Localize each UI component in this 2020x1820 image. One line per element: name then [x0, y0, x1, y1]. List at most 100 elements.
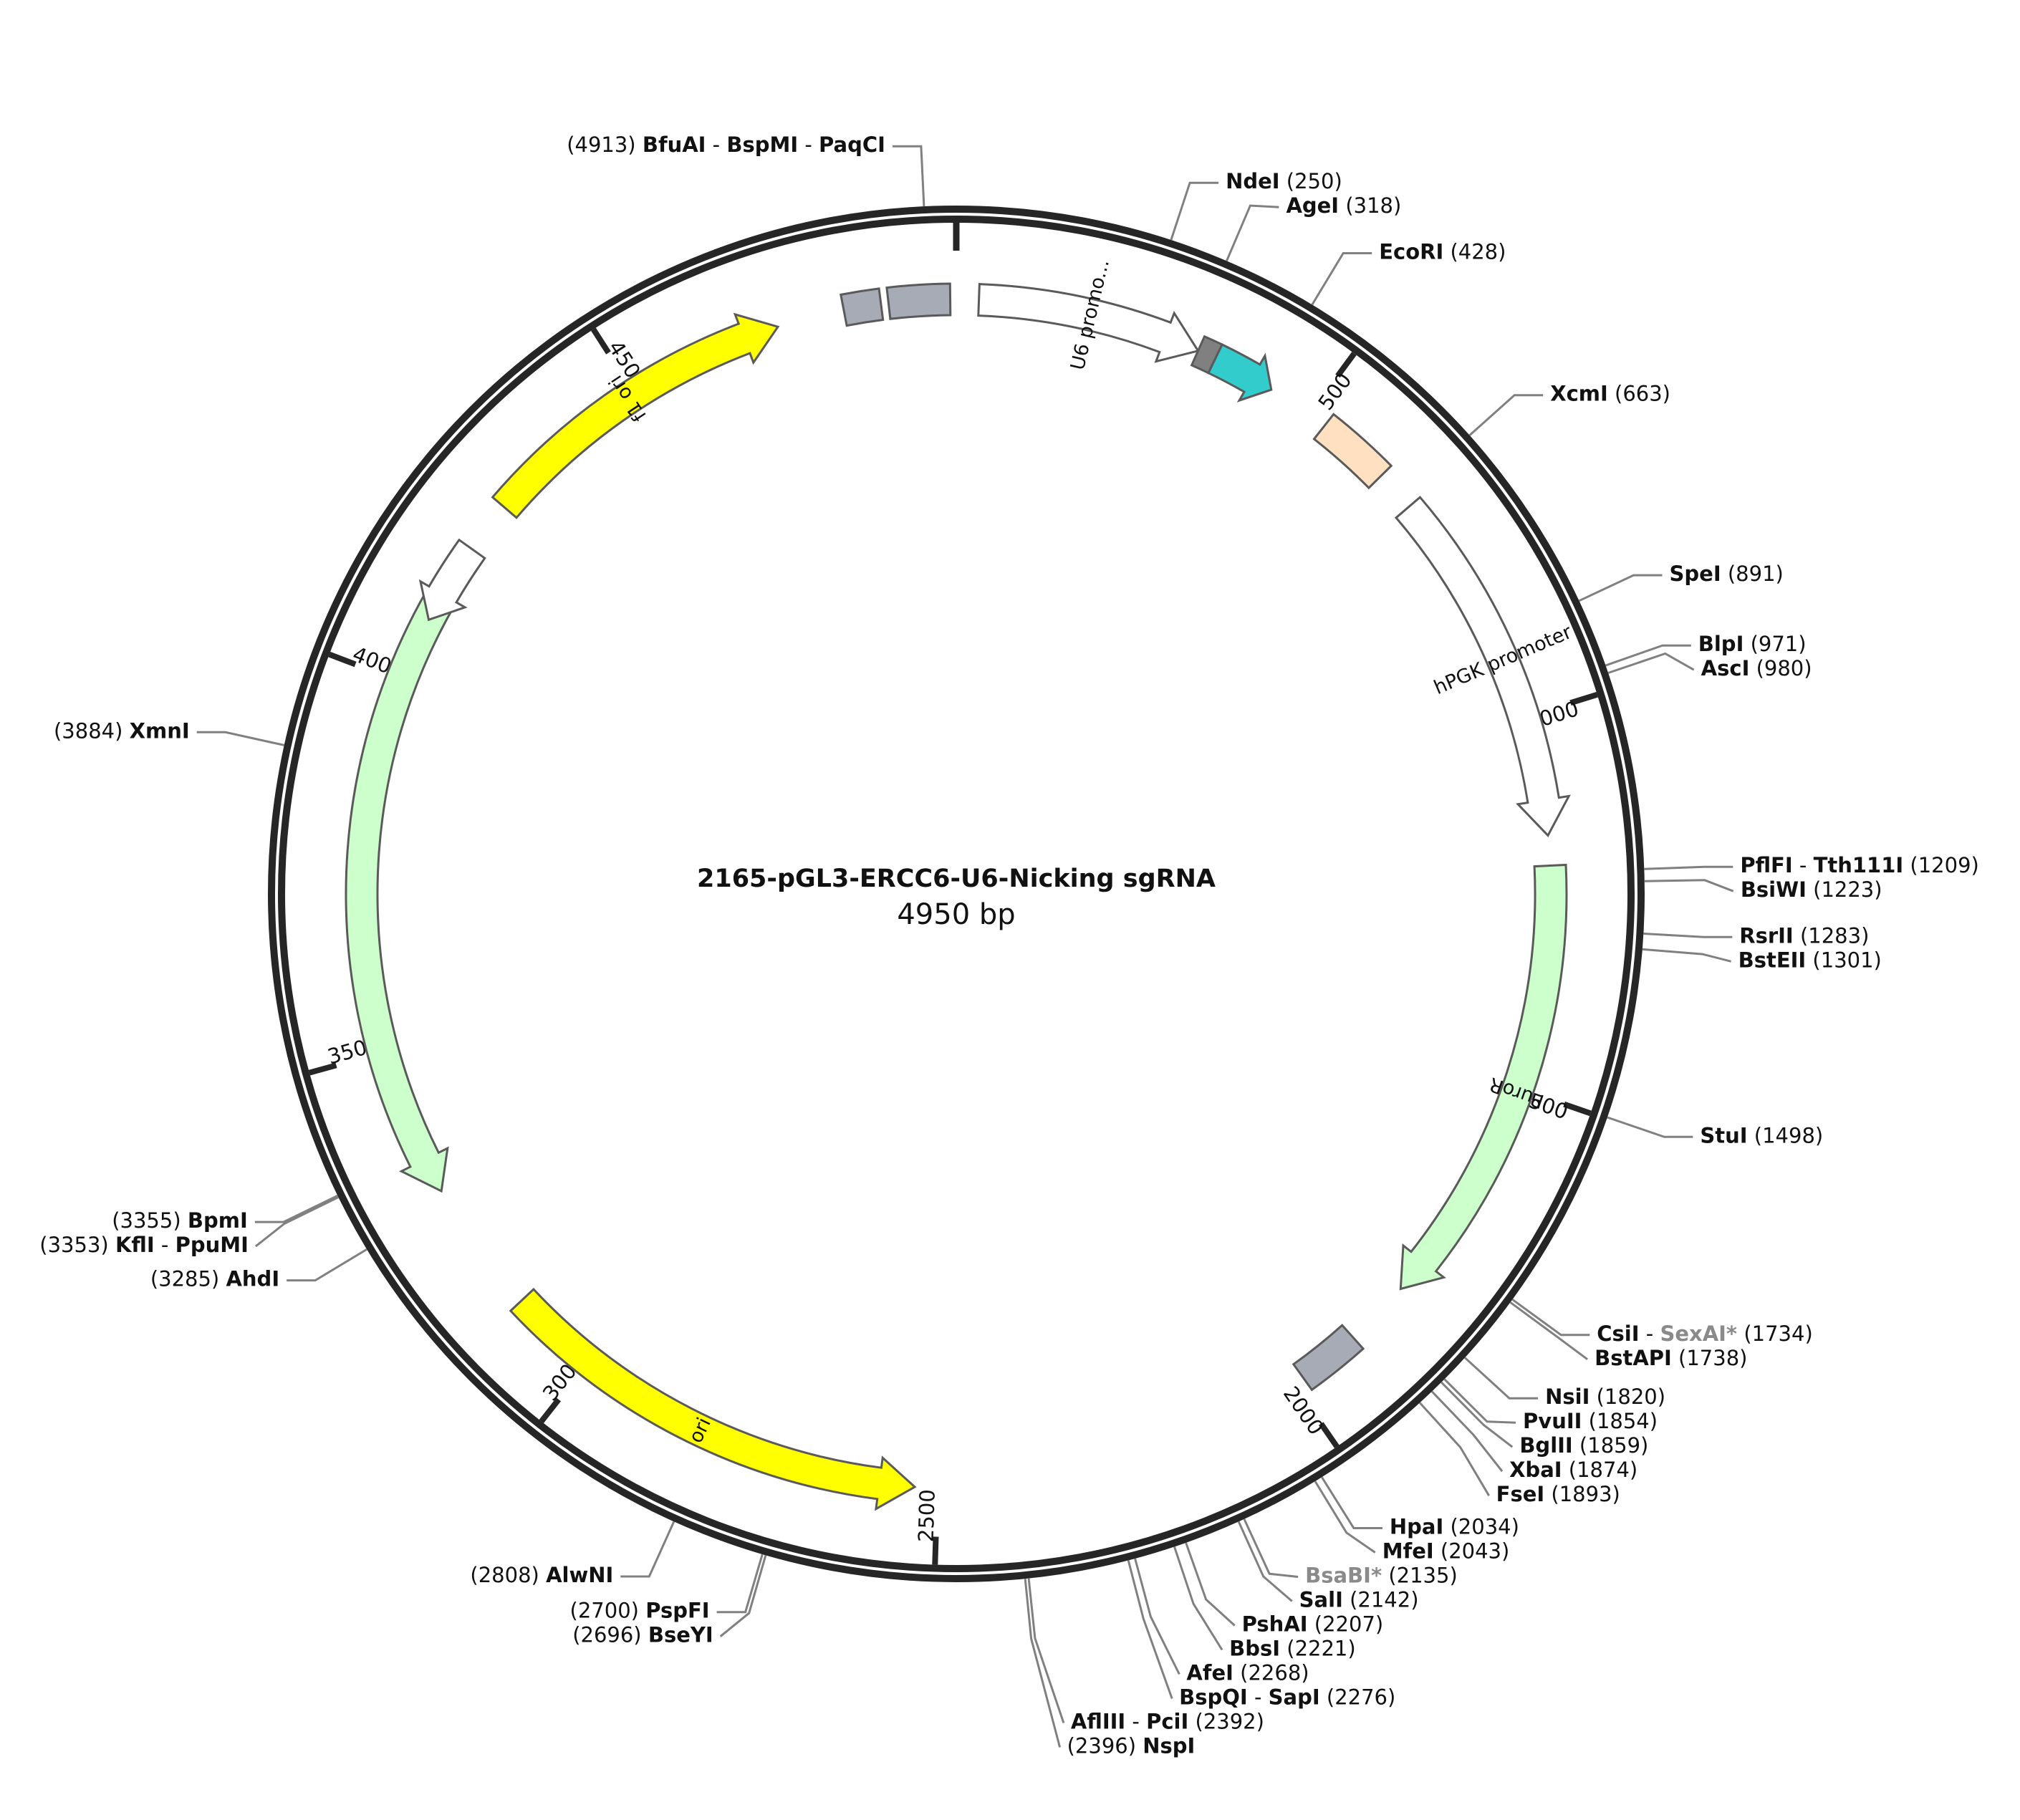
site-coord: (2396) [1067, 1734, 1143, 1758]
site-coord: (1223) [1807, 877, 1882, 902]
site-coord: (1301) [1806, 948, 1882, 972]
site-label: BsiWI (1223) [1741, 877, 1882, 902]
site-enzyme-name: BfuAI [643, 133, 706, 157]
site-enzyme-name: BlpI [1698, 632, 1744, 656]
site-leader-line [1185, 1542, 1236, 1627]
site-rsrii: RsrII (1283) [1643, 923, 1869, 948]
site-leader-line [1509, 1301, 1588, 1361]
site-fsei: FseI (1893) [1418, 1402, 1620, 1506]
site-coord: (4913) [567, 133, 643, 157]
tick-label: 2500 [914, 1489, 940, 1543]
site-coord: (2696) [572, 1623, 648, 1647]
restriction-sites: (4913) BfuAI - BspMI - PaqCI NdeI (250)Ag… [39, 133, 1979, 1758]
site-label: PshAI (2207) [1242, 1612, 1384, 1637]
site-nsii: NsiI (1820) [1464, 1357, 1665, 1409]
site-enzyme-name: PvuII [1523, 1409, 1582, 1433]
site-leader-line [1170, 181, 1219, 241]
site-bbsi: BbsI (2221) [1173, 1546, 1356, 1661]
site-label: FseI (1893) [1496, 1482, 1620, 1506]
site-leader-line [1134, 1558, 1180, 1675]
site-enzyme-name: MfeI [1382, 1539, 1434, 1564]
site-leader-line [1237, 1521, 1293, 1602]
site-pflfi-tth111i: PflFI - Tth111I (1209) [1644, 853, 1979, 877]
site-bfuai-bspmi-paqci: (4913) BfuAI - BspMI - PaqCI [567, 133, 925, 207]
site-coord: (2034) [1443, 1515, 1519, 1539]
site-label: BstAPI (1738) [1595, 1346, 1747, 1370]
site-bspqi-sapi: BspQI - SapI (2276) [1127, 1560, 1396, 1710]
site-coord: (2808) [470, 1563, 546, 1587]
site-enzyme-name: AfeI [1186, 1661, 1233, 1685]
site-coord: (1893) [1544, 1482, 1620, 1506]
site-coord: (971) [1744, 632, 1806, 656]
site-alwni: (2808) AlwNI [470, 1521, 675, 1587]
feature-hpgk-promoter [1394, 496, 1571, 838]
site-enzyme-name: FseI [1496, 1482, 1545, 1506]
site-enzyme-name: BspQI [1179, 1685, 1248, 1710]
site-label: CsiI - SexAI* (1734) [1597, 1321, 1813, 1346]
site-coord: (3355) [112, 1208, 188, 1233]
site-label: SpeI (891) [1670, 562, 1784, 586]
site-coord: (1498) [1748, 1123, 1824, 1147]
site-coord: (2221) [1280, 1637, 1356, 1661]
site-coord: (428) [1443, 239, 1506, 264]
site-leader-line [1443, 1378, 1516, 1424]
plasmid-name: 2165-pGL3-ERCC6-U6-Nicking sgRNA [697, 865, 1216, 893]
site-label: AfeI (2268) [1186, 1661, 1309, 1685]
site-coord: (2276) [1320, 1685, 1396, 1710]
site-leader-line [1607, 1116, 1693, 1138]
site-coord: (2207) [1308, 1612, 1384, 1637]
site-bsteii: BstEII (1301) [1642, 948, 1882, 972]
plasmid-size: 4950 bp [897, 898, 1015, 931]
site-bsiwi: BsiWI (1223) [1644, 877, 1882, 902]
tick-mark [591, 327, 611, 355]
site-enzyme-name: PflFI [1740, 853, 1792, 877]
site-leader-line [1243, 1518, 1299, 1578]
site-leader-line [1578, 574, 1663, 602]
site-ecori: EcoRI (428) [1311, 239, 1506, 306]
site-coord: (980) [1749, 656, 1812, 680]
site-ndei: NdeI (250) [1170, 169, 1342, 241]
site-enzyme-name: Tth111I [1814, 853, 1904, 877]
site-enzyme-name: NsiI [1545, 1385, 1589, 1409]
site-leader-line [719, 1554, 767, 1637]
site-enzyme-name: AscI [1701, 656, 1750, 680]
site-coord: (318) [1339, 193, 1401, 218]
site-agei: AgeI (318) [1226, 193, 1401, 261]
site-xcmi: XcmI (663) [1468, 382, 1670, 436]
site-pspfi: (2700) PspFI [570, 1554, 764, 1623]
site-enzyme-name: SapI [1269, 1685, 1320, 1710]
site-enzyme-name: RsrII [1739, 923, 1793, 948]
site-leader-line [196, 731, 285, 746]
site-leader-line [1430, 1390, 1504, 1473]
site-coord: (2700) [570, 1599, 646, 1623]
site-enzyme-name: XcmI [1550, 382, 1608, 406]
site-enzyme-name: BbsI [1229, 1637, 1280, 1661]
site-leader-line [1314, 1480, 1376, 1554]
site-leader-line [1226, 204, 1279, 261]
site-enzyme-name: BpmI [188, 1208, 248, 1233]
site-label: (3353) KflI - PpuMI [39, 1233, 249, 1257]
site-leader-line [254, 1194, 338, 1223]
site-xbai: XbaI (1874) [1430, 1390, 1638, 1482]
tick-mark [1335, 352, 1357, 378]
site-enzyme-name: SpeI [1670, 562, 1721, 586]
site-stui: StuI (1498) [1607, 1116, 1824, 1147]
site-leader-line [1321, 1476, 1382, 1529]
site-label: NsiI (1820) [1545, 1385, 1665, 1409]
site-leader-line [1418, 1402, 1490, 1496]
site-enzyme-name: BseYI [648, 1623, 713, 1647]
site-leader-line [1024, 1579, 1062, 1748]
site-coord: (1874) [1562, 1458, 1638, 1482]
tick-mark [932, 1536, 939, 1565]
site-coord: (3285) [150, 1267, 226, 1291]
site-label: (3285) AhdI [150, 1267, 279, 1291]
site-label: RsrII (1283) [1739, 923, 1869, 948]
tick-label: 500 [1313, 368, 1356, 415]
feature-puror [1399, 863, 1568, 1291]
site-coord: (1820) [1589, 1385, 1665, 1409]
site-coord: (1283) [1794, 923, 1870, 948]
site-enzyme-name: BglII [1519, 1433, 1572, 1458]
feature-ori [509, 1287, 917, 1511]
site-leader-line [716, 1554, 764, 1614]
